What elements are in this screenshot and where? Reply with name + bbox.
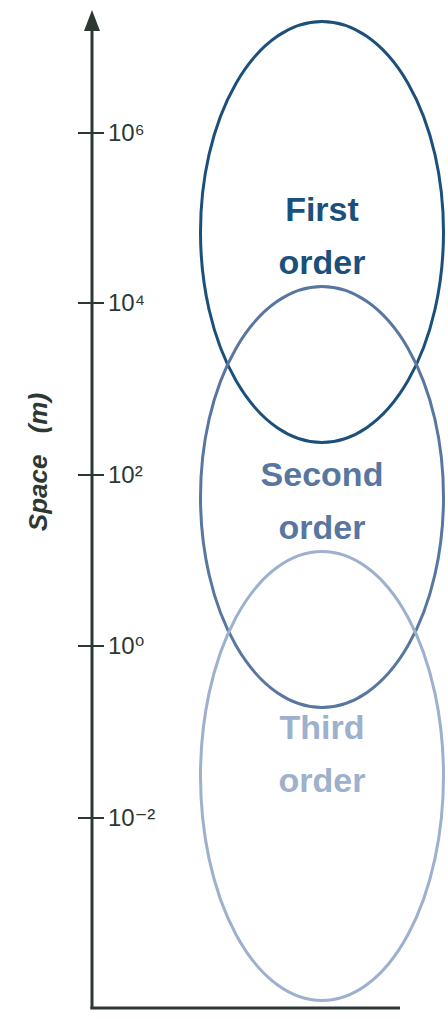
order-label: Second order (252, 448, 392, 553)
x-axis-line (91, 1007, 401, 1010)
tick-label: 10² (108, 461, 143, 489)
tick-label: 10⁴ (108, 289, 145, 317)
order-ellipse: First order (199, 20, 445, 444)
tick-mark (78, 302, 104, 304)
tick-mark (78, 474, 104, 476)
tick-label: 10⁶ (108, 119, 145, 147)
tick-mark (78, 132, 104, 134)
ellipse-shape (201, 287, 444, 708)
axis-arrowhead (84, 10, 100, 31)
order-label: First order (252, 183, 392, 288)
tick-mark (78, 817, 104, 819)
tick-mark (78, 645, 104, 647)
order-ellipse: Third order (199, 550, 445, 1002)
ellipse-shape (201, 552, 444, 1001)
node-text-group: First order (199, 24, 445, 448)
ellipse-outline (199, 285, 445, 709)
order-label: Third order (252, 701, 392, 806)
node-text-group: Second order (199, 289, 445, 713)
ellipse-outline (199, 20, 445, 444)
node-text-group: Third order (199, 528, 445, 980)
ellipse-shape (201, 22, 444, 443)
y-axis-line (91, 28, 94, 1009)
tick-label: 10⁰ (108, 632, 144, 660)
axis-title: Space (m) (23, 393, 54, 531)
tick-label: 10⁻² (108, 804, 155, 832)
order-ellipse: Second order (199, 285, 445, 709)
